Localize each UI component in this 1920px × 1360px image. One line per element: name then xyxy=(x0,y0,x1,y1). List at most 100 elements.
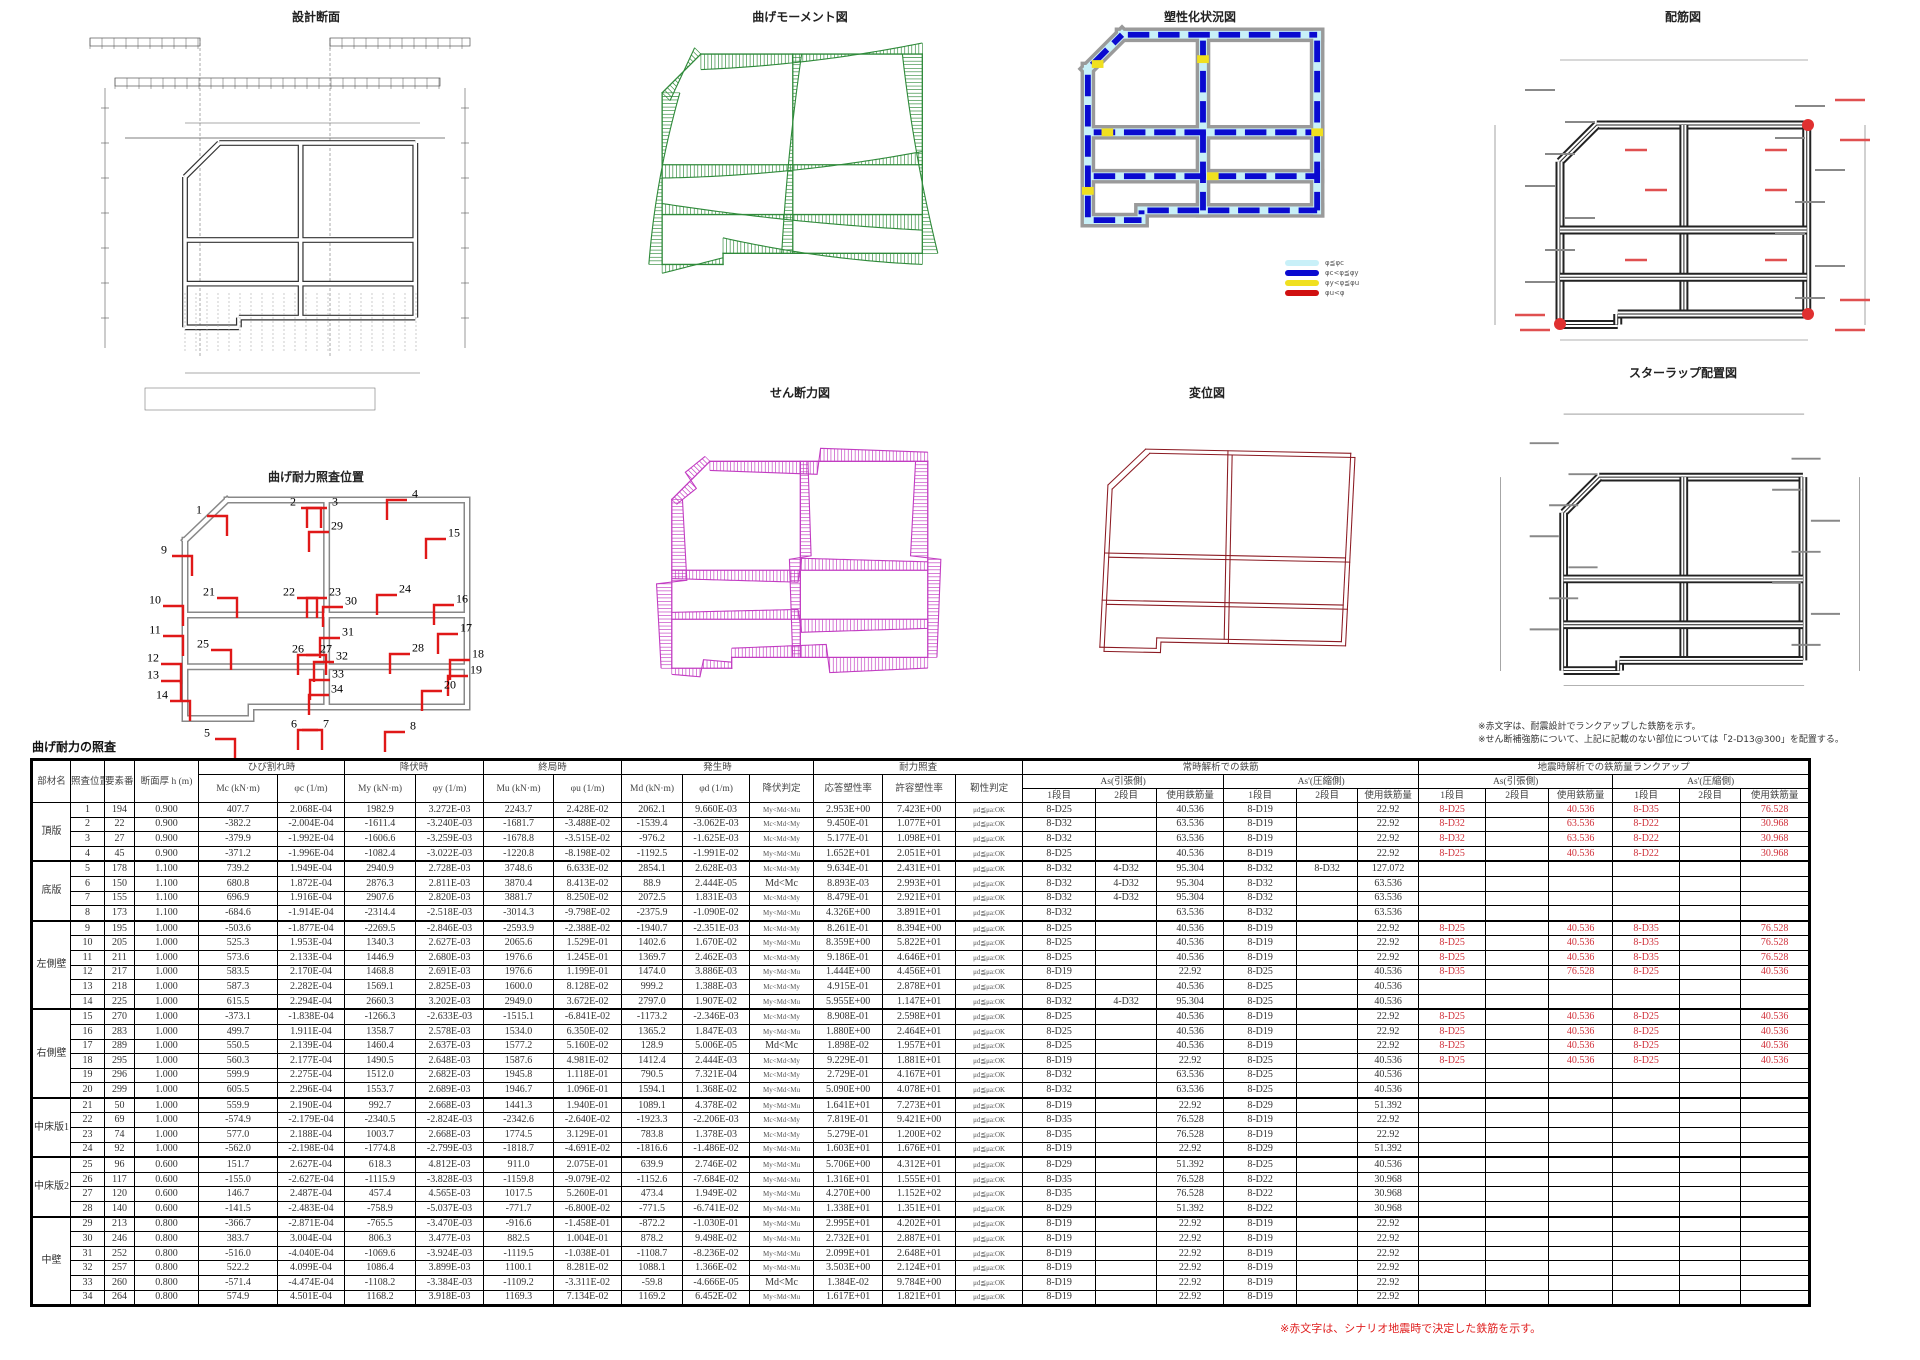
table-cell: μd≦μa:OK xyxy=(955,979,1024,995)
table-cell: 1365.2 xyxy=(621,1023,684,1040)
header-yield: 降伏時 xyxy=(344,759,485,775)
table-cell: 63.536 xyxy=(1357,890,1420,907)
table-cell xyxy=(1485,979,1550,995)
table-cell: -3.924E-03 xyxy=(415,1245,485,1262)
table-cell: 29 xyxy=(70,1216,105,1233)
table-cell xyxy=(1485,831,1550,847)
table-cell: 2.680E-03 xyxy=(415,949,485,966)
table-cell: 1.200E+02 xyxy=(882,1127,957,1143)
table-cell xyxy=(1740,875,1811,892)
check-position-label: 8 xyxy=(410,718,416,733)
table-cell: 2.051E+01 xyxy=(882,845,957,862)
hatch-line xyxy=(692,51,699,57)
table-cell xyxy=(1095,1171,1158,1188)
table-cell: 4-D32 xyxy=(1095,890,1158,907)
table-cell: 2062.1 xyxy=(621,802,684,818)
table-cell: 8-D19 xyxy=(1223,1023,1298,1040)
table-cell: 9.660E-03 xyxy=(682,802,751,818)
stirrup-diagram-drawing xyxy=(1500,413,1860,686)
frame-member xyxy=(670,460,711,501)
diagram-outline xyxy=(662,257,724,274)
table-cell: 5.177E-01 xyxy=(813,831,884,847)
table-cell xyxy=(1679,1038,1742,1055)
table-cell: 0.900 xyxy=(134,816,199,833)
table-cell: 8-D35 xyxy=(1022,1171,1097,1188)
load-bar xyxy=(329,37,471,47)
table-cell: 211 xyxy=(104,949,135,966)
table-cell: 8-D22 xyxy=(1612,845,1681,862)
table-cell: -366.7 xyxy=(198,1216,278,1233)
table-cell xyxy=(1679,1023,1742,1040)
table-cell: 22.92 xyxy=(1156,1216,1225,1233)
table-cell: 140 xyxy=(104,1201,135,1218)
table-cell xyxy=(1095,1008,1158,1025)
table-cell: 8-D25 xyxy=(1612,964,1681,981)
table-cell: -4.691E-02 xyxy=(553,1141,623,1158)
design-section-title: 設計断面 xyxy=(291,10,341,24)
displacement-diagram-title: 変位図 xyxy=(1188,386,1226,400)
table-cell: 95.304 xyxy=(1156,890,1225,907)
table-cell: 1 xyxy=(70,802,105,818)
check-bracket xyxy=(308,678,330,700)
table-cell: 1.147E+01 xyxy=(882,993,957,1010)
table-cell: -3.022E-03 xyxy=(415,845,485,862)
table-cell: 1594.1 xyxy=(621,1082,684,1099)
table-cell: 151.7 xyxy=(198,1156,278,1173)
table-cell: 3.891E+01 xyxy=(882,905,957,922)
table-cell: -1152.6 xyxy=(621,1171,684,1188)
table-cell: 1.000 xyxy=(134,1097,199,1114)
table-cell xyxy=(1612,1216,1681,1233)
table-cell: 146.7 xyxy=(198,1186,278,1203)
displaced-member-outer xyxy=(1145,448,1352,454)
table-cell: 5.160E-02 xyxy=(553,1038,623,1055)
table-cell: 4.078E+01 xyxy=(882,1082,957,1099)
table-cell: 2.431E+01 xyxy=(882,860,957,877)
note-rankup: ※赤文字は、耐震設計でランクアップした鉄筋を示す。 xyxy=(1478,722,1701,732)
header-occur: 発生時 xyxy=(621,759,815,775)
table-cell: 8.413E-02 xyxy=(553,875,623,892)
table-cell: 2.428E-02 xyxy=(553,802,623,818)
table-cell: 1369.7 xyxy=(621,949,684,966)
table-cell xyxy=(1095,920,1158,937)
table-cell xyxy=(1095,802,1158,818)
table-cell: 213 xyxy=(104,1216,135,1233)
table-cell: 22.92 xyxy=(1357,831,1420,847)
table-cell: My<Md<Mu xyxy=(749,964,815,981)
table-cell: 7.273E+01 xyxy=(882,1097,957,1114)
member-name: 中壁 xyxy=(31,1216,71,1307)
table-cell: μd≦μa:OK xyxy=(955,1216,1024,1233)
table-cell xyxy=(1612,1186,1681,1203)
table-cell: 2.598E+01 xyxy=(882,1008,957,1025)
table-cell: -1082.4 xyxy=(344,845,417,862)
table-cell: 1.617E+01 xyxy=(813,1289,884,1307)
table-cell: 27 xyxy=(70,1186,105,1203)
table-cell: 1.881E+01 xyxy=(882,1053,957,1069)
table-cell: 8-D19 xyxy=(1223,935,1298,951)
table-cell: 40.536 xyxy=(1548,949,1614,966)
table-cell: 4.099E-04 xyxy=(276,1260,346,1276)
table-cell: 1.940E-01 xyxy=(553,1097,623,1114)
table-cell: 1168.2 xyxy=(344,1289,417,1307)
diagram-outline xyxy=(909,461,942,658)
table-cell: 457.4 xyxy=(344,1186,417,1203)
table-cell: -2593.9 xyxy=(483,920,555,937)
table-cell: 195 xyxy=(104,920,135,937)
table-cell: μd≦μa:OK xyxy=(955,1156,1024,1173)
table-cell: 7.819E-01 xyxy=(813,1112,884,1129)
table-cell: 20 xyxy=(70,1082,105,1099)
frame-member xyxy=(661,53,702,94)
displaced-member-inner xyxy=(1103,488,1113,652)
table-cell: 550.5 xyxy=(198,1038,278,1055)
check-bracket xyxy=(217,596,239,618)
table-cell: 5.955E+00 xyxy=(813,993,884,1010)
table-cell: 1.245E-01 xyxy=(553,949,623,966)
check-position-label: 10 xyxy=(149,592,161,607)
table-cell: 1.953E-04 xyxy=(276,935,346,951)
table-cell xyxy=(1418,875,1487,892)
check-bracket xyxy=(163,604,185,626)
diagram-outline xyxy=(731,643,928,674)
table-cell: 1.949E-02 xyxy=(682,1186,751,1203)
